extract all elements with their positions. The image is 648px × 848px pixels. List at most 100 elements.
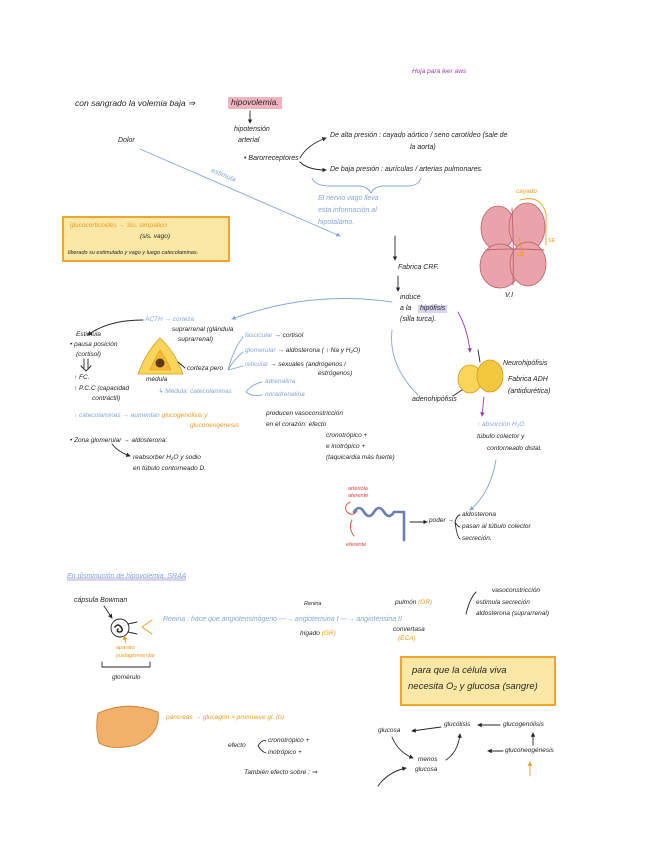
lung-code: (GR) xyxy=(418,599,433,606)
lung-source-label: pulmón (GR) xyxy=(395,599,432,606)
baroreceptor-high-branch xyxy=(299,137,327,159)
bottom-curve-arrow xyxy=(377,766,407,787)
page-note: Hoja para leer aws xyxy=(412,68,467,75)
glomerular-zone-title: • Zona glomerular → aldosterona: xyxy=(70,437,168,444)
glucagon-label: glucagón xyxy=(202,714,230,721)
hypotension-label: hipotensión xyxy=(234,126,270,133)
glycolysis-to-glucose-arrow xyxy=(411,726,442,733)
vasoconstriction-line-4: e inotrópico + xyxy=(326,443,366,450)
liver-source-label: hígado (GR) xyxy=(300,630,336,637)
angiotensin-effects-bracket xyxy=(465,591,477,615)
adh-effect-line: ↑ absorción H₂O xyxy=(477,421,525,428)
cortisol-effect-line-3: (cortisol) xyxy=(76,351,101,358)
glucose-to-less-glucose-arrow xyxy=(391,736,414,759)
adrenal-to-cortex-line xyxy=(177,361,186,369)
glomerulus-bracket xyxy=(101,661,151,668)
less-glucose-to-glycolysis-arrow xyxy=(445,733,462,761)
adh-to-effect-arrow xyxy=(480,396,485,417)
zone-hormone: → aldosterona ( ↑ Na y H₂O) xyxy=(277,347,361,354)
sella-turcica-label: (silla turca). xyxy=(400,316,437,323)
afferent-arteriole-label-2: aferente xyxy=(348,493,369,499)
ace-label: (ECA) xyxy=(398,635,416,642)
cardiac-effect-item: cronotrópico + xyxy=(268,737,310,744)
liver-label: hígado xyxy=(300,630,320,637)
glycolysis-label: glucólisis xyxy=(444,721,471,728)
nephron-effect: aldosterona xyxy=(462,511,496,518)
nephron-label: poder → xyxy=(429,517,454,524)
cortisol-result-line: ↑ FC. xyxy=(74,374,90,381)
catecholamines-effect: glucogenólisis y xyxy=(161,412,208,419)
afferent-arteriole-label: arteriola xyxy=(348,486,368,492)
crf-label: Fabrica CRF. xyxy=(398,264,439,271)
sympathetic-box-line-3: liberado su estimulado y vago y luego ca… xyxy=(68,250,199,256)
liver-drawing xyxy=(96,705,159,748)
cortex-zone-glomerular: glomerular → aldosterona ( ↑ Na y H₂O) xyxy=(245,347,360,354)
catecholamines-note: ↑ catecolaminas → aumentan glucogenólisi… xyxy=(74,412,207,419)
adrenal-gland-drawing xyxy=(137,337,184,375)
renin-label: Renina xyxy=(304,601,322,607)
juxtaglomerular-label-2: yuxtaglomerular xyxy=(116,653,156,659)
cell-needs-line: para que la célula viva xyxy=(412,665,507,676)
pituitary-to-acth-line xyxy=(231,298,393,320)
adenohypophysis-label: adenohipófisis xyxy=(412,396,457,403)
zone-hormone: → cortisol xyxy=(274,332,304,339)
adh-to-nephron-arrow xyxy=(469,459,497,511)
vagus-note-3: hipotálamo. xyxy=(318,219,355,226)
low-pressure-note: De baja presión : aurículas / arterias p… xyxy=(330,166,483,173)
glomerulus-drawing xyxy=(110,618,138,638)
cortex-zone-fascicular: fascicular → cortisol xyxy=(245,332,303,339)
acth-to-stimulates-arrow xyxy=(87,319,144,336)
angiotensin-effect-3: aldosterona (suprarrenal) xyxy=(476,610,549,617)
glucagon-action: > promueve gl. xyxy=(231,714,275,721)
pancreas-label: páncreas xyxy=(166,714,193,721)
bleeding-statement: con sangrado la volemia baja ⇒ xyxy=(75,98,196,108)
zone-name: fascicular xyxy=(245,332,273,339)
cortex-label: corteza pero xyxy=(187,365,224,372)
pain-to-hypothalamus-line xyxy=(139,148,341,237)
zone-name: glomerular xyxy=(245,347,276,354)
cortisol-effect-line-2: • pausa posición xyxy=(70,341,118,348)
cortisol-result-line-3: contráctil) xyxy=(92,395,121,402)
vagus-note: El nervio vago lleva xyxy=(318,195,379,202)
high-pressure-note: De alta presión : cayado aórtico / seno … xyxy=(330,132,508,139)
heart-label-2: SE xyxy=(516,252,524,258)
nephron-drawing xyxy=(345,501,406,542)
sella-to-adenohypophysis-line xyxy=(391,329,419,396)
also-effect-label: También efecto sobre : ⇒ xyxy=(244,769,318,776)
catecholamines-effect-cont: gluconeogénesis xyxy=(190,422,239,429)
heart-label-1: SE xyxy=(548,238,556,244)
sympathetic-box-line-2: (sis. vago) xyxy=(140,233,170,240)
medulla-line: ↳ Médula: catecolaminas xyxy=(158,388,232,395)
nephron-effects-bracket xyxy=(454,514,461,540)
high-pressure-note-2: la aorta) xyxy=(410,144,436,151)
cell-needs-line-2: necesita O₂ y glucosa (sangre) xyxy=(408,681,538,692)
heart-septum-line xyxy=(518,237,524,257)
lung-label: pulmón xyxy=(395,599,417,606)
vasoconstriction-line-3: cronotrópico + xyxy=(326,432,368,439)
glycogenolysis-label: glucogenólisis xyxy=(503,721,544,728)
bowman-capsule-label: cápsula Bowman xyxy=(74,597,128,604)
liver-code: (GR) xyxy=(321,630,336,637)
pain-label: Dolor xyxy=(118,137,135,144)
less-glucose-label: glucosa xyxy=(415,766,438,773)
acth-line: ACTH → corteza xyxy=(145,316,195,323)
cortex-zones-bracket xyxy=(227,336,244,371)
heart-drawing xyxy=(479,198,547,289)
renin-line: Renina : hace que angiotensinógeno ---→ … xyxy=(163,616,402,623)
left-ventricle-label: V.I xyxy=(505,292,514,299)
pituitary-to-neurohypophysis-arrow xyxy=(457,311,472,353)
cortisol-effect-line: Estimula xyxy=(76,331,101,338)
cortisol-result-double-arrow xyxy=(80,358,92,372)
pancreas-arrow: → xyxy=(194,714,202,721)
angiotensin-effect: vasoconstricción xyxy=(492,587,541,594)
glomerular-zone-effect: reabsorber H₂O y sodio xyxy=(133,454,201,461)
pancreas-line: páncreas → glucagón > promueve gl. (G) xyxy=(166,714,284,721)
nephron-effect-3: secreción. xyxy=(462,535,492,542)
glucagon-code: (G) xyxy=(276,715,285,721)
pituitary-highlight: hipófisis xyxy=(418,305,448,314)
cardiac-effects-bracket xyxy=(257,740,267,754)
juxtaglomerular-arrow xyxy=(122,635,128,644)
cardiac-effect-label: efecto xyxy=(228,742,246,749)
aortic-arch-line xyxy=(519,198,547,246)
